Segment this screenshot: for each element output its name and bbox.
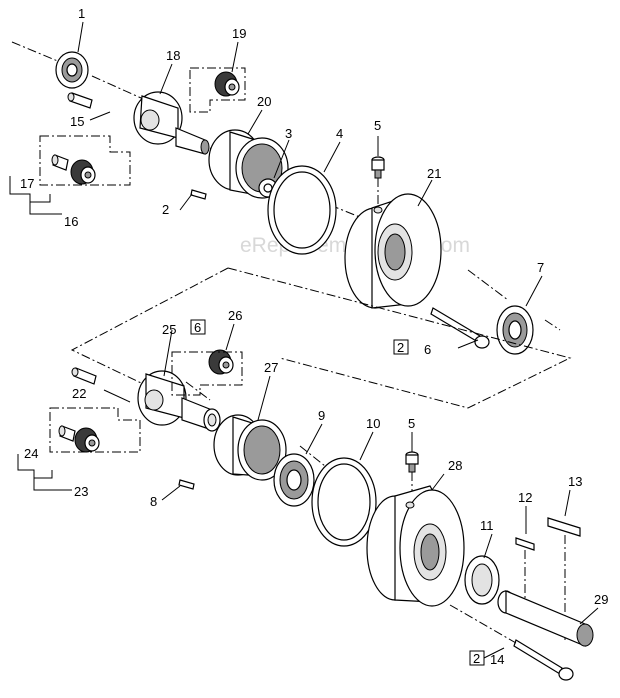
boxed-ref-2-bottom-frame xyxy=(469,650,485,666)
part-17-needle-bearing xyxy=(51,154,69,171)
callout-7: 7 xyxy=(537,260,544,275)
callout-11: 11 xyxy=(480,518,494,533)
part-18-carrier xyxy=(133,91,210,155)
callout-16: 16 xyxy=(64,214,78,229)
callout-10: 10 xyxy=(366,416,380,431)
boxed-ref-6-frame xyxy=(190,319,206,335)
callout-14: 14 xyxy=(490,652,504,667)
part-29-shaft xyxy=(497,590,594,647)
callout-20: 20 xyxy=(257,94,271,109)
part-26-guide-box xyxy=(171,351,243,396)
callout-12: 12 xyxy=(518,490,532,505)
callout-26: 26 xyxy=(228,308,242,323)
part-12-key xyxy=(515,537,535,551)
boxed-ref-2-top-frame xyxy=(393,339,409,355)
part-24-needle-bearing xyxy=(58,425,76,442)
callout-2: 2 xyxy=(162,202,169,217)
callout-24: 24 xyxy=(24,446,38,461)
callout-13: 13 xyxy=(568,474,582,489)
part-4-gasket xyxy=(267,165,337,255)
part-21-housing xyxy=(344,193,442,309)
callout-8: 8 xyxy=(150,494,157,509)
part-1-bearing xyxy=(55,51,89,89)
part-2-pin xyxy=(190,189,207,200)
callout-28: 28 xyxy=(448,458,462,473)
callout-5-top: 5 xyxy=(374,118,381,133)
boxed-ref-2-top: 2 xyxy=(397,340,404,355)
callout-19: 19 xyxy=(232,26,246,41)
boxed-ref-6: 6 xyxy=(194,320,201,335)
callout-18: 18 xyxy=(166,48,180,63)
part-13-key xyxy=(547,517,581,537)
part-16-gear xyxy=(70,159,96,185)
part-7-bearing xyxy=(496,305,534,355)
callout-6-top: 6 xyxy=(424,342,431,357)
part-22-pin xyxy=(71,367,97,385)
callout-1: 1 xyxy=(78,6,85,21)
callout-9: 9 xyxy=(318,408,325,423)
callout-25: 25 xyxy=(162,322,176,337)
callout-21: 21 xyxy=(427,166,441,181)
part-23-gear xyxy=(74,427,100,453)
part-5-bolt-bottom xyxy=(405,451,419,500)
part-14-bolt-bottom xyxy=(513,639,574,681)
part-10-gasket xyxy=(311,457,377,547)
part-25-carrier xyxy=(137,370,221,432)
top-to-bottom-guide xyxy=(70,267,572,409)
part-16-guide-box xyxy=(39,135,131,186)
part-15-pin xyxy=(67,92,93,109)
callout-29: 29 xyxy=(594,592,608,607)
callout-5-bottom: 5 xyxy=(408,416,415,431)
part-26-gear xyxy=(208,349,234,375)
part-6-bolt-top xyxy=(430,307,490,349)
callout-23: 23 xyxy=(74,484,88,499)
callout-4: 4 xyxy=(336,126,343,141)
callout-15: 15 xyxy=(70,114,84,129)
part-14-guide xyxy=(449,604,517,644)
callout-22: 22 xyxy=(72,386,86,401)
part-23-guide-box xyxy=(49,407,141,453)
part-11-seal xyxy=(464,555,500,605)
callout-3: 3 xyxy=(285,126,292,141)
callout-17: 17 xyxy=(20,176,34,191)
leader-lines xyxy=(9,21,599,659)
part-19-guide-box xyxy=(189,67,246,113)
part-9-bearing xyxy=(273,453,315,507)
callout-27: 27 xyxy=(264,360,278,375)
part-5-bolt-top xyxy=(371,156,385,208)
part-8-pin xyxy=(178,479,195,490)
part-27-ring-gear xyxy=(213,414,287,481)
boxed-ref-2-bottom: 2 xyxy=(473,651,480,666)
part-28-housing xyxy=(366,485,465,607)
part-19-gear xyxy=(214,71,240,97)
